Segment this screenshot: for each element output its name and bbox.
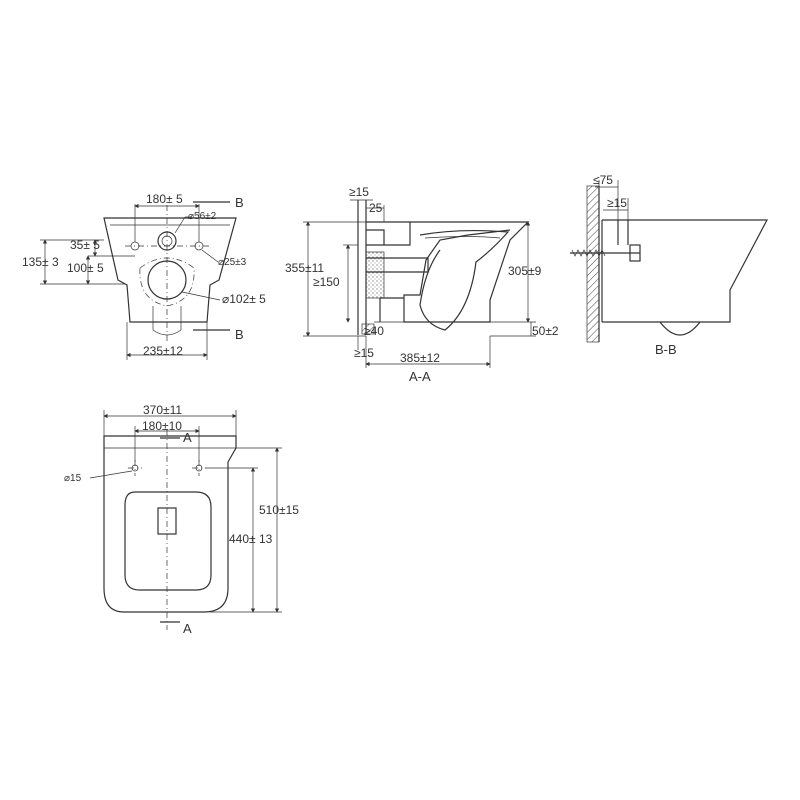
dim-total-height: 135± 3 (22, 255, 59, 269)
dim-bottom-width: 235±12 (143, 344, 183, 358)
dim-top-width: 180± 5 (146, 192, 183, 206)
section-mark-a-bottom: A (183, 621, 192, 636)
dim-length-total: 510±15 (259, 503, 299, 517)
dim-bolt-spacing: 180±10 (142, 419, 182, 433)
section-mark-b-top: B (235, 195, 244, 210)
section-bb: ≤75 ≥15 B-B (570, 173, 768, 357)
floor-hatch (361, 323, 375, 335)
dim-length-inner: 440± 13 (229, 532, 273, 546)
section-mark-b-bottom: B (235, 327, 244, 342)
section-mark-a-top: A (183, 430, 192, 445)
dim-bolt-dia: ⌀25±3 (218, 257, 247, 268)
section-aa-body (403, 221, 530, 323)
section-bb-title: B-B (655, 342, 677, 357)
dim-le75: ≤75 (593, 173, 613, 187)
insulation-block (365, 251, 385, 299)
dim-inlet-dia: ⌀56±2 (188, 211, 217, 222)
dim-upper: 35± 5 (70, 238, 100, 252)
dim-ge15-top: ≥15 (349, 185, 369, 199)
dim-plan-width: 370±11 (143, 403, 182, 417)
dim-height-right: 305±9 (508, 264, 542, 278)
plan-outline (103, 435, 237, 613)
dim-outlet-dia: ⌀102± 5 (222, 292, 266, 306)
dim-length: 385±12 (400, 351, 440, 365)
plan-seat (124, 491, 212, 591)
dim-height-total: 355±11 (285, 261, 324, 275)
dim-ge150: ≥150 (313, 275, 340, 289)
dim-hole-dia: ⌀15 (64, 473, 82, 484)
wall-hatch (586, 185, 600, 343)
dim-50: 50±2 (532, 324, 559, 338)
dim-ge15-bb: ≥15 (607, 196, 627, 210)
section-aa: ≥15 25 355±11 ≥150 305±9 50±2 ≥40 ≥15 38… (285, 185, 559, 384)
section-bb-body (602, 219, 768, 323)
section-aa-title: A-A (409, 369, 431, 384)
dim-ge40: ≥40 (364, 324, 384, 338)
front-view-outline (103, 217, 237, 323)
front-view: B B 180± 5 235±12 135± 3 35± 5 100± 5 ⌀5… (22, 192, 266, 360)
dim-mid: 100± 5 (67, 261, 104, 275)
plan-view: A A 370±11 180±10 ⌀15 510±15 440± 13 (64, 403, 299, 636)
dim-ge15-bottom: ≥15 (354, 346, 374, 360)
